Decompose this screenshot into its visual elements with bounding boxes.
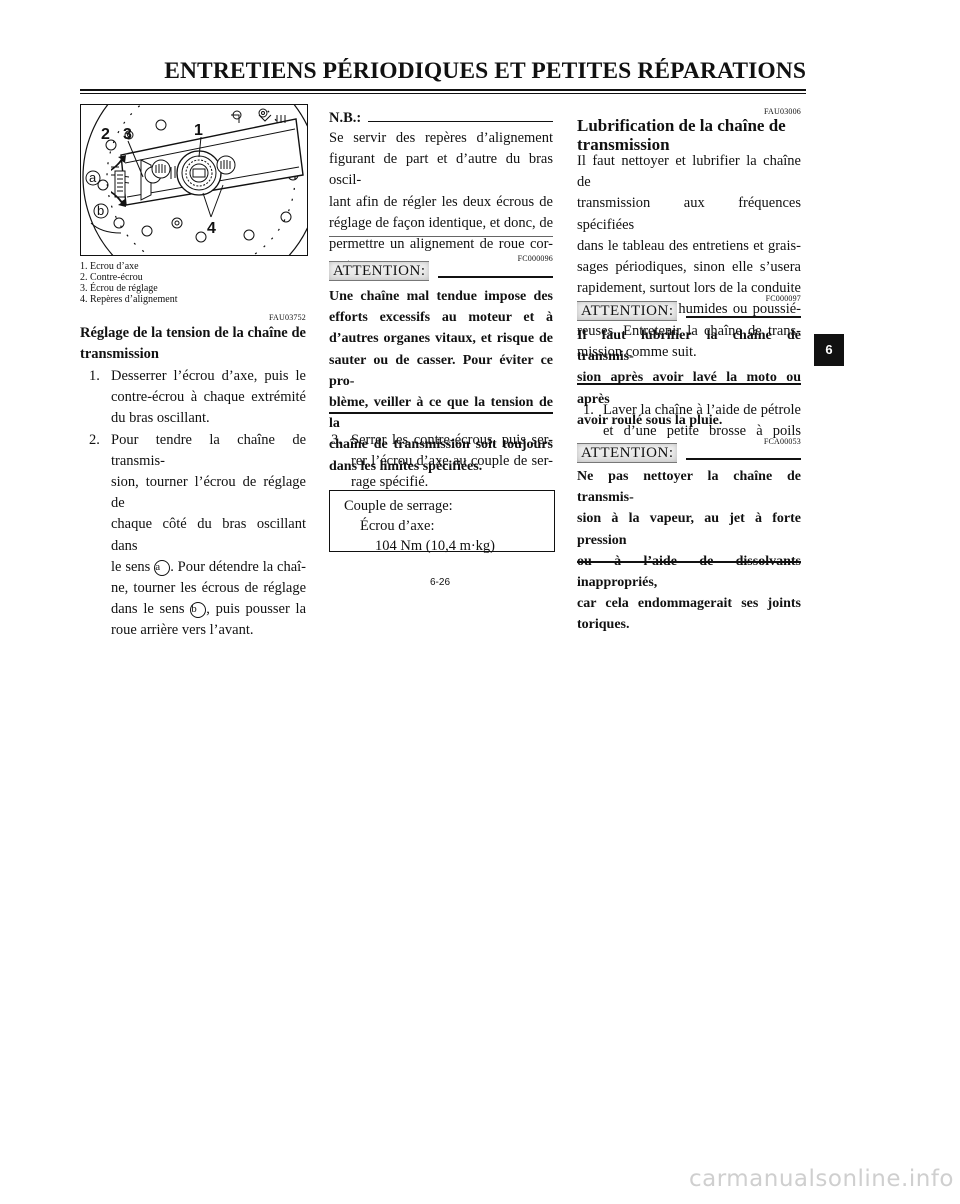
direction-b-marker: b xyxy=(190,602,207,619)
nb-label: N.B.: xyxy=(329,110,362,126)
attention-rule xyxy=(438,276,553,278)
chapter-tab: 6 xyxy=(814,334,844,366)
attention-label: ATTENTION: xyxy=(329,261,430,281)
attention-text: Une chaîne mal tendue impose des efforts… xyxy=(329,289,553,474)
legend-item: 2. Contre-écrou xyxy=(80,272,143,283)
attention-rule xyxy=(686,458,801,460)
callout-4: 4 xyxy=(207,220,216,237)
list-item: 1. Desserrer l’écrou d’axe, puis le cont… xyxy=(89,368,306,427)
steps-list-col3: 1. Laver la chaîne à l’aide de pétrole e… xyxy=(583,400,801,464)
header-rule-bottom xyxy=(80,93,806,94)
torque-spec-box: Couple de serrage: Écrou d’axe: 104 Nm (… xyxy=(329,490,555,554)
reference-code: FCA00053 xyxy=(763,437,801,446)
page-number: 6-26 xyxy=(429,577,450,588)
callout-2: 2 xyxy=(101,126,110,143)
steps-list-col2: 3. Serrer les contre-écrous, puis ser- r… xyxy=(331,430,553,494)
arrow-label-b: b xyxy=(97,203,104,218)
attention-end-rule xyxy=(329,412,553,414)
arrow-label-a: a xyxy=(89,170,97,185)
nb-rule xyxy=(368,121,553,122)
watermark: carmanualsonline.info xyxy=(688,1166,954,1192)
swingarm-illustration: 2 3 1 4 a b xyxy=(82,105,307,255)
attention-text: Il faut lubrifier la chaîne de transmis-… xyxy=(577,328,801,428)
callout-3: 3 xyxy=(123,126,132,143)
nb-text: Se servir des repères d’alignement figur… xyxy=(329,130,553,273)
list-item: 2. Pour tendre la chaîne de transmis- si… xyxy=(89,431,307,639)
figure-legend: 1. Ecrou d’axe 2. Contre-écrou 3. Écrou … xyxy=(80,261,306,305)
section-heading-lubrication: Lubrification de la chaîne de transmissi… xyxy=(577,116,786,154)
attention-label: ATTENTION: xyxy=(577,443,678,463)
reference-code: FAU03006 xyxy=(763,107,801,116)
section-heading-tension: Réglage de la tension de la chaîne de tr… xyxy=(80,325,306,363)
attention-text: Ne pas nettoyer la chaîne de transmis- s… xyxy=(577,469,801,633)
nb-end-rule xyxy=(329,236,553,237)
list-item: 1. Laver la chaîne à l’aide de pétrole e… xyxy=(583,402,801,460)
reference-code: FC000096 xyxy=(517,254,553,263)
list-item: 3. Serrer les contre-écrous, puis ser- r… xyxy=(331,432,553,491)
reference-code: FC000097 xyxy=(765,294,801,303)
reference-code: FAU03752 xyxy=(268,313,306,322)
attention-label: ATTENTION: xyxy=(577,301,678,321)
callout-1: 1 xyxy=(194,122,203,139)
attention-end-rule xyxy=(577,561,801,563)
legend-item: 3. Écrou de réglage xyxy=(80,283,158,294)
legend-item: 4. Repères d’alignement xyxy=(80,294,178,305)
direction-a-marker: a xyxy=(154,559,171,576)
header-rule-top xyxy=(80,89,806,91)
page-title: ENTRETIENS PÉRIODIQUES ET PETITES RÉPARA… xyxy=(164,58,806,84)
legend-item: 1. Ecrou d’axe xyxy=(80,261,139,272)
attention-rule xyxy=(686,316,801,318)
steps-list-col1: 1. Desserrer l’écrou d’axe, puis le cont… xyxy=(89,366,306,642)
attention-end-rule xyxy=(577,383,801,385)
figure-frame: 2 3 1 4 a b xyxy=(80,104,308,256)
